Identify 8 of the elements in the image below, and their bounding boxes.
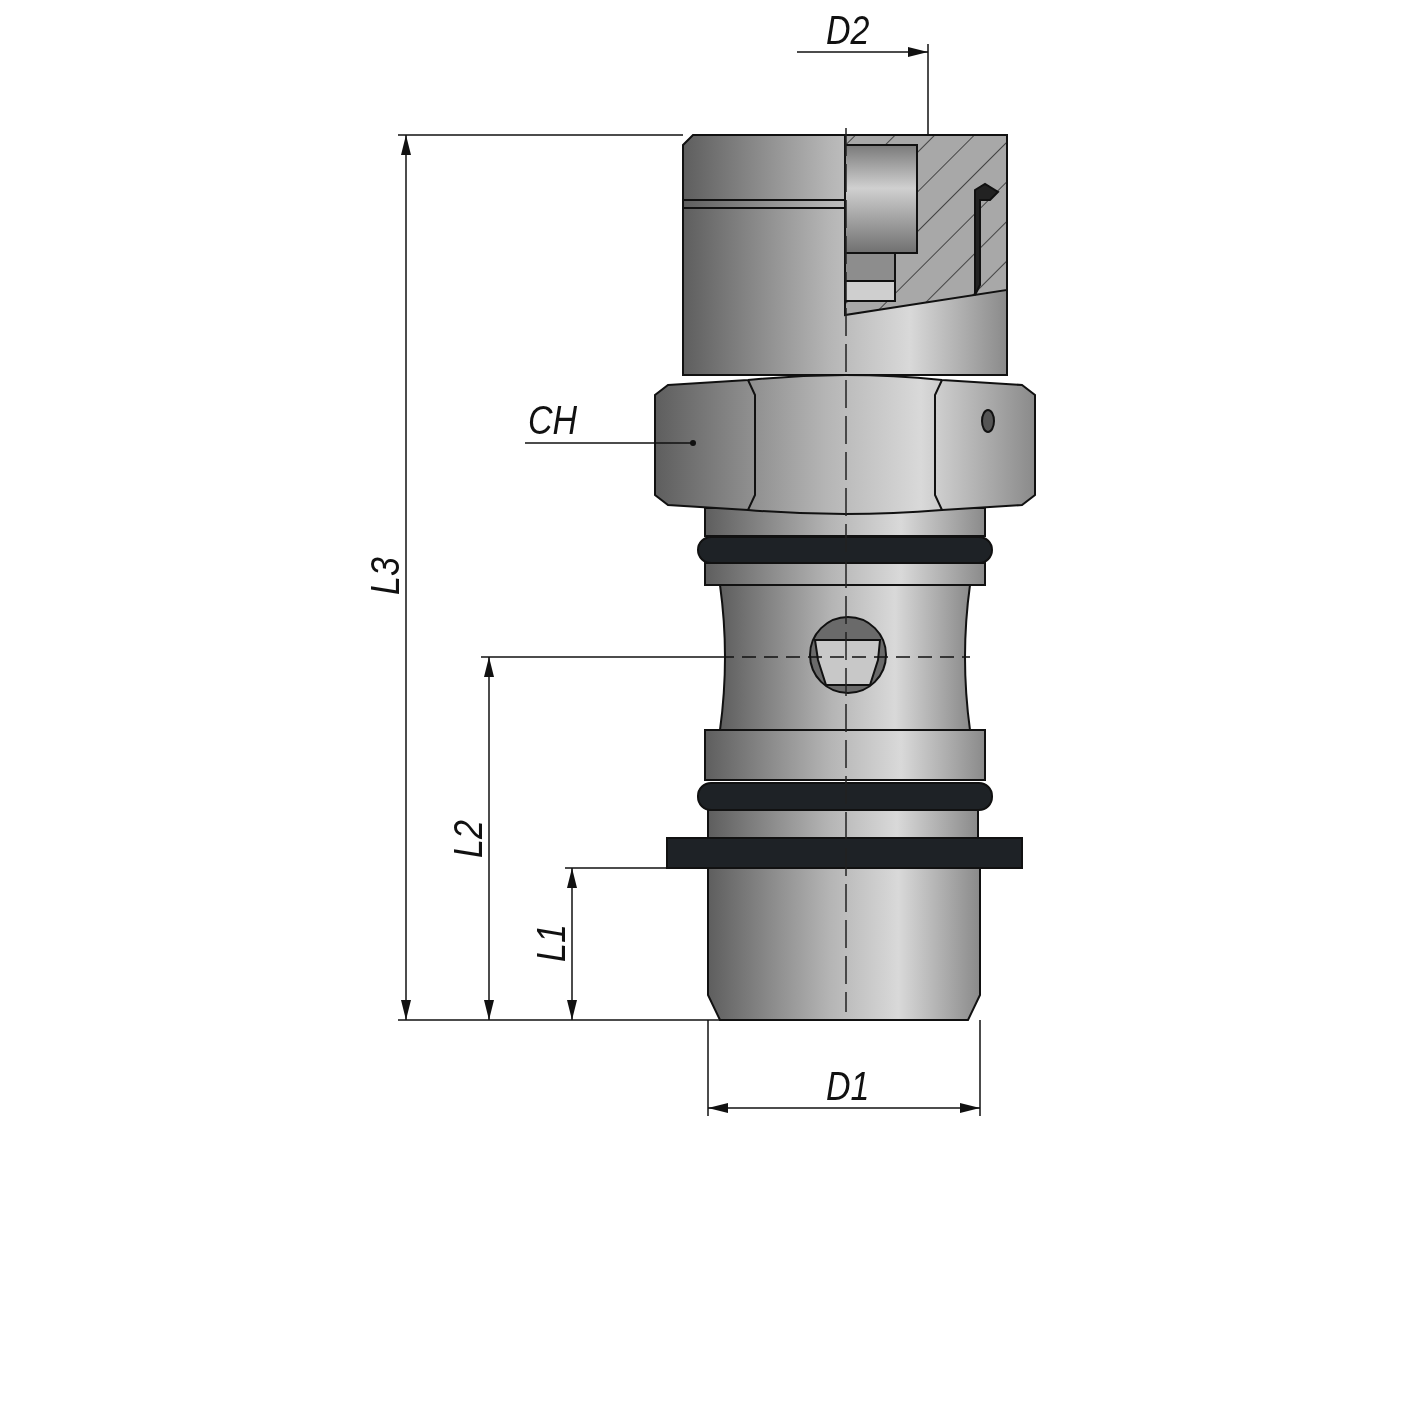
callout-label: CH bbox=[528, 400, 578, 440]
dimension-label: L2 bbox=[448, 820, 488, 858]
leader-line bbox=[524, 440, 696, 446]
hex-nut bbox=[654, 374, 1036, 515]
dimension-label: D2 bbox=[826, 10, 870, 50]
dimension-label: L3 bbox=[365, 557, 405, 595]
dimension-label: D1 bbox=[826, 1066, 870, 1106]
dimension-label: L1 bbox=[531, 924, 571, 962]
